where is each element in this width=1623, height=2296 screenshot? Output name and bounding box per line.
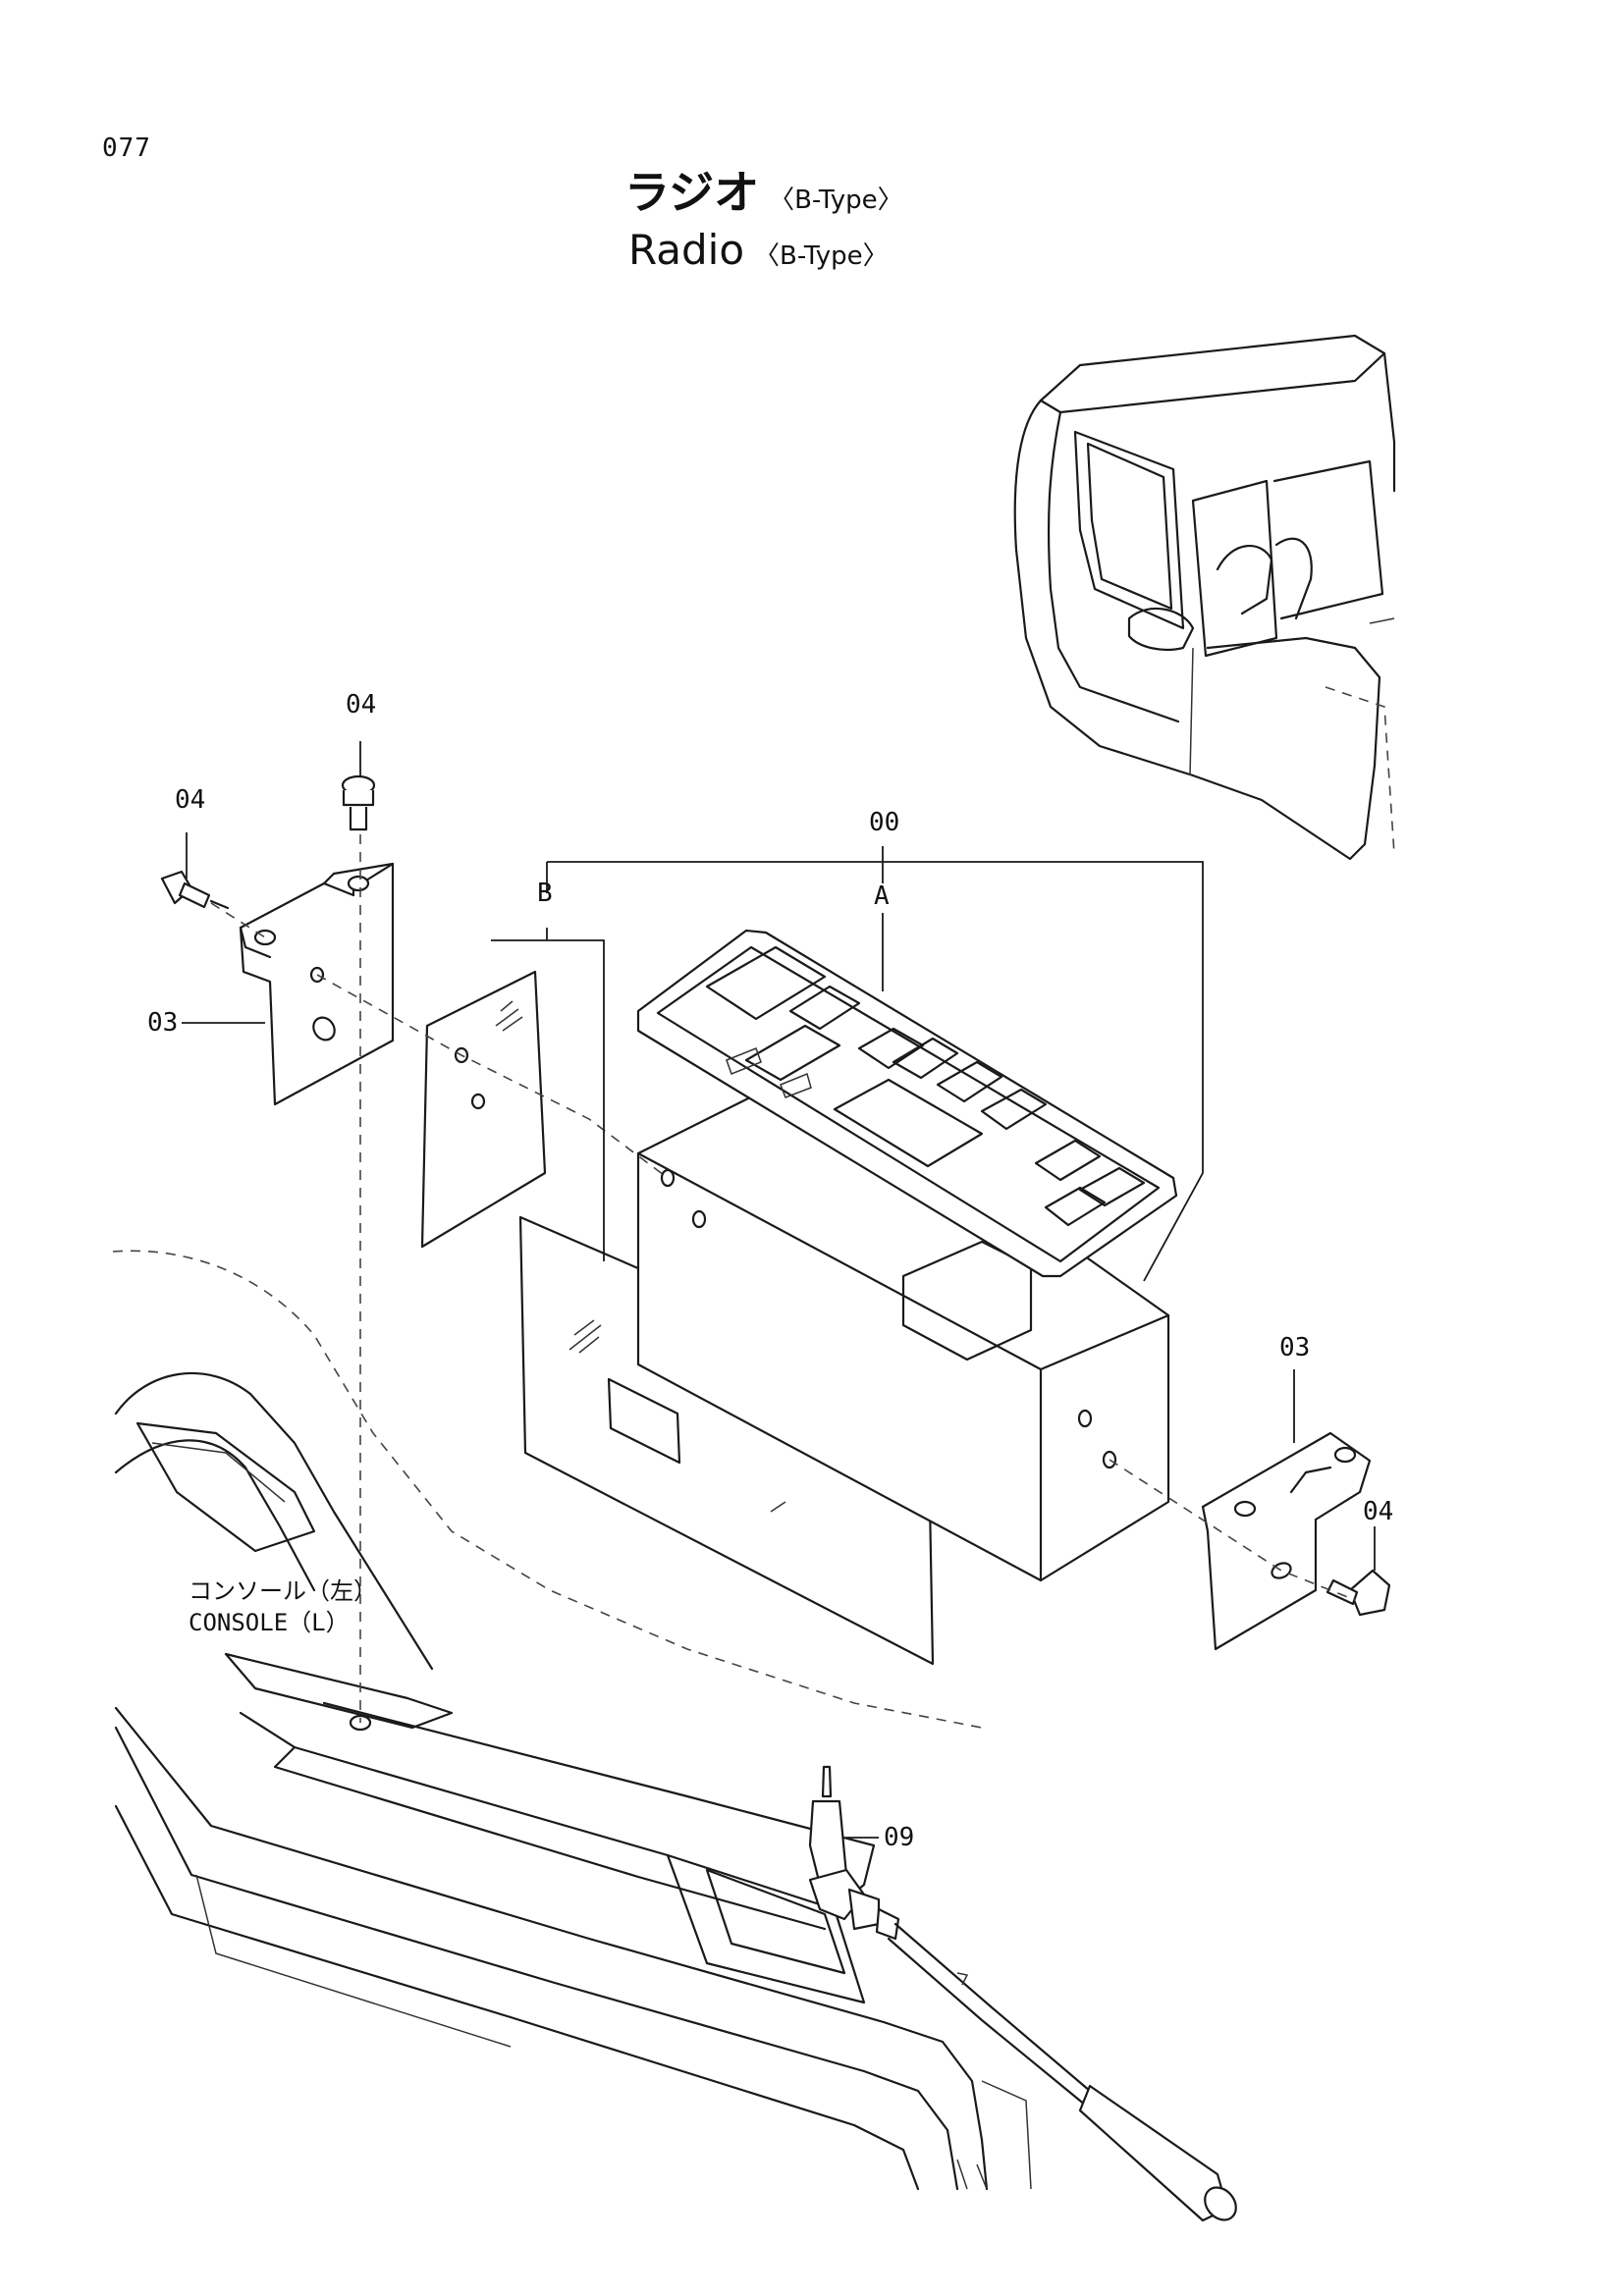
callout-00: 00 — [869, 808, 900, 837]
callout-04-right: 04 — [1363, 1497, 1394, 1526]
bolt-left-04 — [160, 870, 230, 910]
callout-03-left: 03 — [147, 1008, 179, 1038]
title-japanese: ラジオ〈B-Type〉 — [624, 157, 903, 222]
title-jp-text: ラジオ — [624, 166, 760, 219]
bolt-top-04 — [341, 774, 376, 831]
console-note-jp: コンソール（左） — [189, 1577, 377, 1605]
page-number: 077 — [102, 133, 151, 163]
console-note-en: CONSOLE（L） — [189, 1609, 350, 1636]
callout-03-right: 03 — [1279, 1333, 1311, 1362]
alignment-lines — [210, 834, 1356, 1723]
callout-04-left: 04 — [175, 785, 206, 815]
callout-a: A — [874, 881, 890, 911]
title-english: Radio 〈B-Type〉 — [628, 226, 889, 274]
callout-b: B — [537, 879, 553, 908]
console-note: コンソール（左） CONSOLE（L） — [189, 1575, 377, 1638]
callout-09: 09 — [884, 1823, 915, 1852]
plate-b-upper — [420, 970, 547, 1249]
antenna-cable-09 — [808, 1765, 1237, 2222]
bolt-right-04 — [1325, 1569, 1391, 1617]
bracket-left-03 — [239, 862, 395, 1106]
bracket-right-03 — [1201, 1431, 1372, 1651]
callout-04-top: 04 — [346, 690, 377, 720]
title-en-type-tag: 〈B-Type〉 — [754, 241, 889, 271]
title-jp-type-tag: 〈B-Type〉 — [769, 186, 903, 215]
radio-faceplate-a — [636, 929, 1178, 1278]
callout-leaders — [182, 741, 1376, 1839]
cab-inset-illustration — [1013, 334, 1396, 861]
title-en-text: Radio — [628, 226, 745, 274]
